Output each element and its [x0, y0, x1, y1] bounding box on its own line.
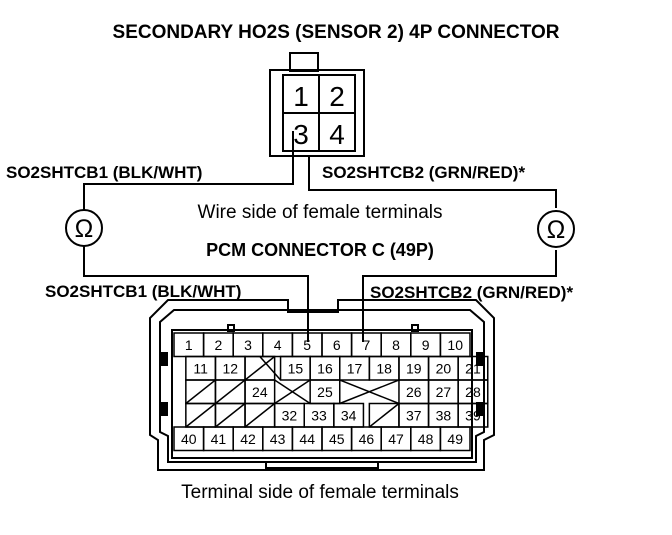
pcm-terminal-46: 46	[359, 431, 375, 447]
blank-cavity-mark	[244, 355, 276, 381]
pcm-terminal-20: 20	[436, 360, 452, 376]
pcm-terminal-48: 48	[418, 431, 434, 447]
blank-cavity-mark	[185, 379, 216, 405]
pcm-bottom-tab	[265, 461, 379, 469]
pcm-terminal-12: 12	[222, 360, 238, 376]
wire-label-left-top: SO2SHTCB1 (BLK/WHT)	[6, 163, 202, 182]
wire-label-left-bottom: SO2SHTCB1 (BLK/WHT)	[45, 282, 241, 301]
connector-4p-housing	[269, 69, 365, 157]
pcm-terminal-38: 38	[436, 407, 452, 423]
pcm-terminal-2: 2	[215, 337, 223, 353]
pcm-terminal-44: 44	[299, 431, 315, 447]
terminal-4: 4	[329, 119, 345, 150]
pcm-cell-outline	[439, 426, 471, 452]
pcm-terminal-37: 37	[406, 407, 422, 423]
pcm-terminal-15: 15	[288, 360, 304, 376]
terminal-3: 3	[293, 119, 309, 150]
pcm-terminal-40: 40	[181, 431, 197, 447]
pcm-terminal-24: 24	[252, 384, 268, 400]
pcm-terminal-39: 39	[465, 407, 481, 423]
terminal-side-caption: Terminal side of female terminals	[181, 482, 459, 503]
pcm-terminal-42: 42	[240, 431, 256, 447]
pcm-terminal-10: 10	[447, 337, 463, 353]
pcm-terminal-9: 9	[422, 337, 430, 353]
terminal-2: 2	[329, 81, 345, 112]
pcm-terminal-21: 21	[465, 360, 481, 376]
blank-cavity-mark	[214, 402, 246, 428]
terminal-1: 1	[293, 81, 309, 112]
wire-label-right-top: SO2SHTCB2 (GRN/RED)*	[322, 163, 525, 182]
pcm-terminal-11: 11	[193, 360, 208, 376]
pcm-terminal-33: 33	[311, 407, 327, 423]
wire-label-right-bottom: SO2SHTCB2 (GRN/RED)*	[370, 283, 573, 302]
pcm-terminal-7: 7	[363, 337, 371, 353]
pcm-terminal-25: 25	[317, 384, 333, 400]
blank-cavity-mark	[259, 356, 282, 381]
pcm-terminal-1: 1	[185, 337, 193, 353]
blank-cavity-mark	[368, 402, 400, 428]
blank-cavity-mark	[339, 379, 400, 405]
pcm-terminal-19: 19	[406, 360, 422, 376]
ohmmeter-left: Ω	[65, 209, 103, 247]
connector-4p	[269, 52, 365, 157]
ohm-icon: Ω	[547, 216, 566, 244]
blank-cavity-mark	[214, 379, 246, 405]
pcm-terminal-47: 47	[388, 431, 404, 447]
pcm-terminal-27: 27	[436, 384, 452, 400]
blank-cavity-mark	[274, 379, 311, 405]
pcm-terminal-41: 41	[211, 431, 227, 447]
wire-side-caption: Wire side of female terminals	[198, 202, 443, 223]
blank-cavity-mark	[185, 402, 216, 428]
pcm-connector-title: PCM CONNECTOR C (49P)	[206, 240, 434, 260]
pcm-terminal-5: 5	[303, 337, 311, 353]
connector-4p-latch	[289, 52, 319, 72]
pcm-terminal-field	[171, 329, 473, 459]
pcm-terminal-17: 17	[347, 360, 363, 376]
ohm-icon: Ω	[75, 215, 94, 243]
pcm-terminal-28: 28	[465, 384, 481, 400]
pcm-terminal-43: 43	[270, 431, 286, 447]
pcm-terminal-18: 18	[376, 360, 392, 376]
ohmmeter-right: Ω	[537, 210, 575, 248]
pcm-connector-housing	[149, 299, 495, 471]
pcm-terminal-16: 16	[317, 360, 333, 376]
pcm-terminal-4: 4	[274, 337, 282, 353]
pcm-terminal-45: 45	[329, 431, 345, 447]
pcm-terminal-6: 6	[333, 337, 341, 353]
blank-cavity-mark	[244, 402, 276, 428]
pcm-terminal-3: 3	[244, 337, 252, 353]
pcm-terminal-26: 26	[406, 384, 422, 400]
pcm-side-latches	[160, 352, 484, 416]
pcm-terminal-32: 32	[282, 407, 298, 423]
pcm-terminal-34: 34	[341, 407, 357, 423]
pcm-terminal-8: 8	[392, 337, 400, 353]
diagram-title: SECONDARY HO2S (SENSOR 2) 4P CONNECTOR	[113, 22, 560, 43]
pcm-terminal-49: 49	[447, 431, 463, 447]
pcm-cell-outline	[457, 402, 489, 428]
